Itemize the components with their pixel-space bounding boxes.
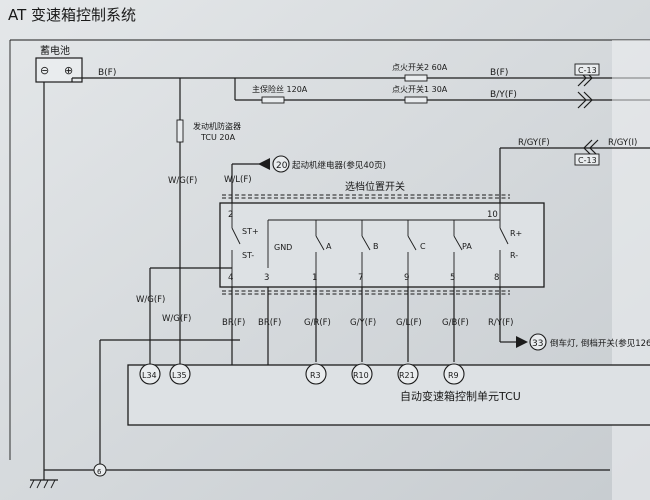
page-title: AT 变速箱控制系统: [8, 6, 136, 24]
connector-r21: R21: [397, 363, 419, 385]
connector-l34: L34: [139, 363, 161, 385]
wire-label-pin9: G/L(F): [396, 318, 422, 328]
wire-label-pin3: BR(F): [258, 318, 281, 328]
battery-positive-icon: ⊕: [64, 64, 73, 77]
fuse-ign2-icon: [404, 74, 428, 82]
st-plus-label: ST+: [242, 227, 259, 236]
battery-label: 蓄电池: [40, 44, 70, 57]
fuse-main-label: 主保险丝 120A: [252, 84, 308, 94]
pin-9-label: 9: [404, 273, 409, 283]
fuse-tcu-label-1: 发动机防盗器: [193, 121, 241, 131]
pin-7-label: 7: [358, 273, 363, 283]
connector-r3: R3: [305, 363, 327, 385]
connector-c13-top: [574, 63, 600, 76]
ref-circle-33: [529, 333, 547, 351]
ref-20-number: 20: [276, 161, 288, 171]
connector-r9: R9: [443, 363, 465, 385]
tcu-label: 自动变速箱控制单元TCU: [400, 389, 521, 403]
ref-arrow-33: [516, 336, 528, 348]
switch-c-blade: [407, 235, 417, 251]
wire-label-rgy-out: R/GY(I): [608, 138, 637, 148]
wire-label-pin5: G/B(F): [442, 318, 469, 328]
r-plus-label: R+: [510, 229, 522, 238]
switch-box: [219, 202, 545, 288]
wire-label-fuse-tcu: W/G(F): [168, 176, 197, 186]
connector-c13-bottom: [574, 153, 600, 166]
st-minus-label: ST-: [242, 251, 254, 260]
connector-r21-label: R21: [399, 371, 415, 380]
st-switch-blade: [231, 227, 241, 245]
glare-band: [612, 40, 650, 500]
gnd-label: GND: [274, 243, 292, 252]
fuse-tcu-label-2: TCU 20A: [200, 133, 236, 142]
switch-b-label: B: [373, 242, 379, 251]
switch-a-label: A: [326, 242, 332, 251]
pin-1-label: 1: [312, 273, 317, 283]
switch-pa-label: PA: [462, 242, 472, 251]
pin-10-label: 10: [487, 210, 498, 220]
r-switch-blade: [499, 227, 509, 245]
wire-label-left2: W/G(F): [162, 314, 191, 324]
switch-a-blade: [315, 235, 325, 251]
r-minus-label: R-: [510, 251, 518, 260]
rgy-connector-arrow-2: [589, 139, 599, 157]
ref-circle-20: [272, 155, 290, 173]
tcu-box: [127, 364, 650, 426]
battery: 蓄电池 ⊖ ⊕: [35, 44, 83, 83]
pin-5-label: 5: [450, 273, 455, 283]
wire-label-pin4: BR(F): [222, 318, 245, 328]
ref-33-number: 33: [532, 339, 543, 349]
switch-box-title: 选档位置开关: [345, 180, 405, 193]
fuse-main-icon: [261, 96, 285, 104]
connector-l35-label: L35: [172, 371, 187, 380]
rgy-connector-arrow: [583, 139, 593, 157]
pin-3-label: 3: [264, 273, 269, 283]
switch-pa-blade: [453, 235, 463, 251]
wire-label-left1: W/G(F): [136, 295, 165, 305]
connector-arrow-mid-2: [583, 91, 593, 109]
wire-label-ign2-out: B(F): [490, 68, 508, 78]
wire-label-rgy-in: R/GY(F): [518, 138, 550, 148]
pin-2-label: 2: [228, 210, 233, 220]
ground-point: [93, 463, 107, 477]
connector-r3-label: R3: [310, 371, 321, 380]
connector-l35: L35: [169, 363, 191, 385]
connector-r10-label: R10: [353, 371, 369, 380]
connector-c13-top-label: C-13: [578, 66, 597, 75]
battery-negative-icon: ⊖: [40, 64, 49, 77]
fuse-ign1-label: 点火开关1 30A: [392, 84, 448, 94]
fuse-ign1-icon: [404, 96, 428, 104]
connector-c13-bottom-label: C-13: [578, 156, 597, 165]
fuse-ign2-label: 点火开关2 60A: [392, 62, 448, 72]
connector-r10: R10: [351, 363, 373, 385]
switch-b-blade: [361, 235, 371, 251]
connector-r9-label: R9: [448, 371, 459, 380]
connector-l34-label: L34: [142, 371, 157, 380]
ref-20-text: 起动机继电器(参见40页): [292, 160, 386, 171]
wire-label-pin8: R/Y(F): [488, 318, 513, 328]
ground-point-label: 6: [97, 468, 102, 476]
wire-label-bat-out: B(F): [98, 68, 116, 78]
ground-icon: [29, 470, 58, 489]
wire-label-pin7: G/Y(F): [350, 318, 376, 328]
wire-label-starter: W/L(F): [224, 175, 252, 185]
fuse-tcu-icon: [176, 119, 184, 143]
wire-label-ign1-out: B/Y(F): [490, 90, 517, 100]
ref-33-text: 倒车灯, 倒档开关(参见126: [550, 338, 650, 349]
connector-arrow-mid: [577, 91, 587, 109]
wire-label-pin1: G/R(F): [304, 318, 331, 328]
switch-c-label: C: [420, 242, 426, 251]
pin-8-label: 8: [494, 273, 499, 283]
pin-4-label: 4: [228, 273, 233, 283]
